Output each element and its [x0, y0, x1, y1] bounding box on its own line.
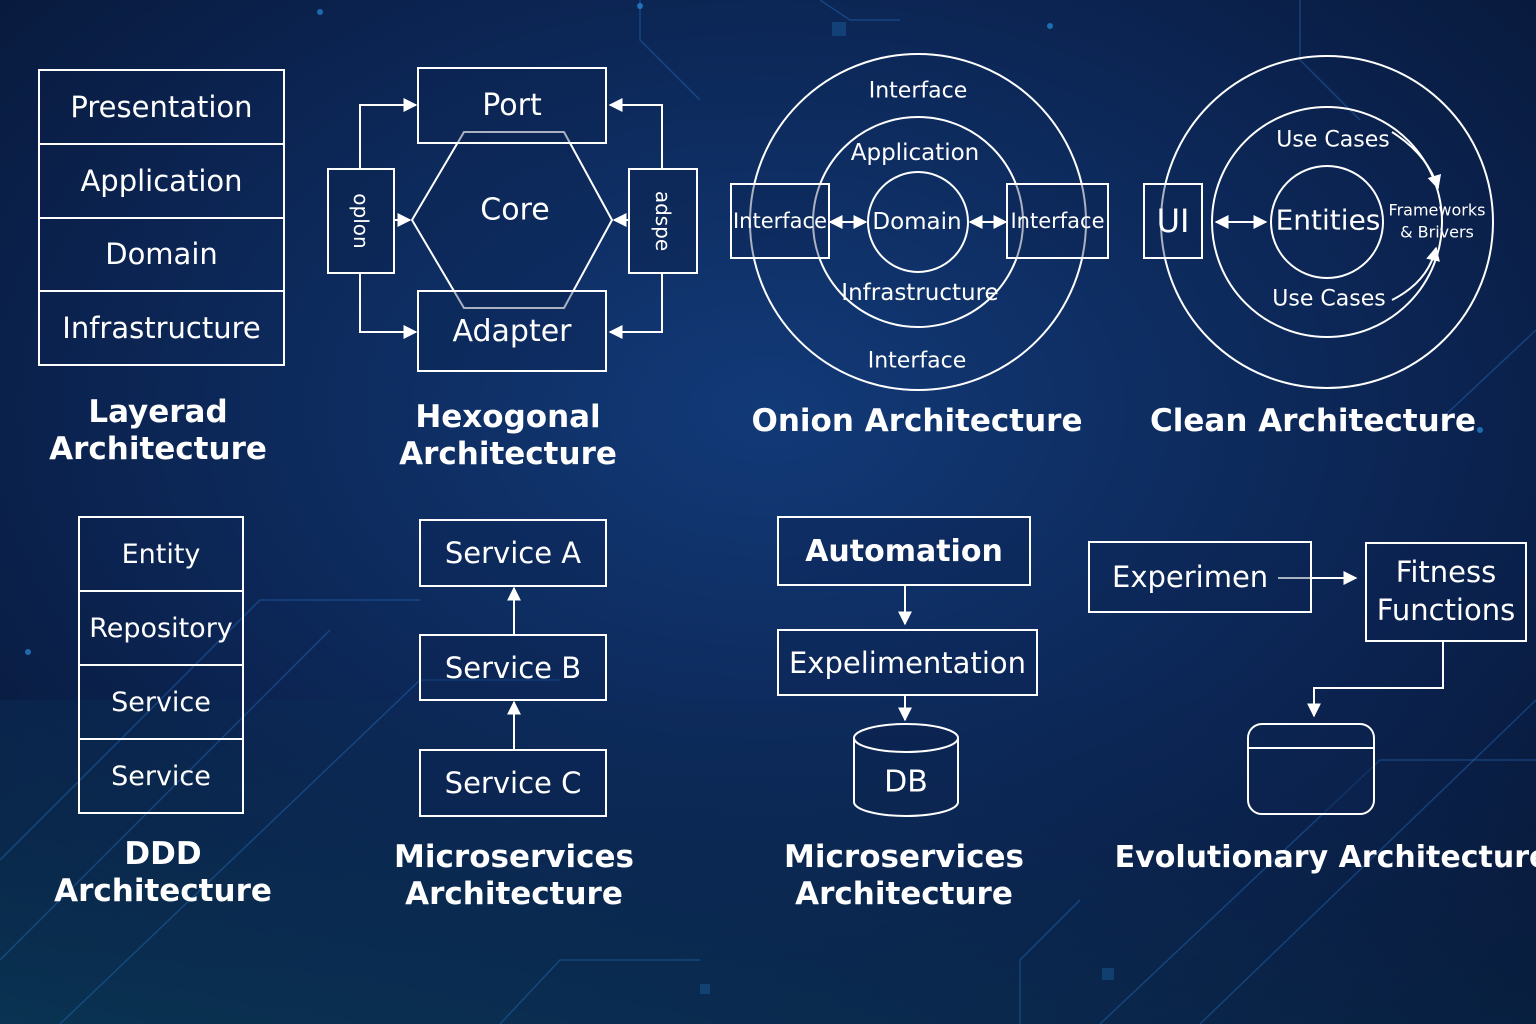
db-label: DB [884, 764, 928, 800]
hex-arrow-right-to-port [608, 98, 663, 170]
evo-store-shape [1247, 723, 1375, 815]
hex-adapter-box: Adapter [417, 290, 607, 372]
layered-title-line1: Layerad [88, 394, 228, 430]
onion-left-interface-box: Interface [730, 183, 830, 259]
ms1-title-line1: Microservices [394, 839, 634, 875]
hex-arrow-left-to-port [359, 98, 418, 170]
onion-middle-bottom-label: Infrastructure [841, 280, 999, 306]
layered-architecture-stack: Presentation Application Domain Infrastr… [38, 69, 285, 366]
clean-use-cases-bottom-label: Use Cases [1272, 286, 1386, 312]
service-b-box: Service B [419, 634, 607, 701]
onion-outer-ring [749, 53, 1087, 391]
onion-center-label: Domain [872, 209, 962, 235]
hex-title-line2: Architecture [399, 436, 617, 473]
clean-frameworks-line2: & Brivers [1400, 223, 1474, 242]
clean-frameworks-line1: Frameworks [1388, 200, 1486, 220]
service-c-label: Service C [444, 766, 582, 800]
ddd-item-repository: Repository [80, 592, 242, 666]
onion-outer-top-label: Interface [868, 78, 968, 104]
ddd-title-line1: DDD [124, 836, 202, 872]
experiment-label: Experimen [1112, 560, 1269, 594]
hex-right-side-box: adspe [628, 168, 698, 274]
clean-middle-ring [1211, 106, 1443, 338]
clean-entities-label: Entities [1275, 203, 1381, 237]
onion-right-interface-label: Interface [1010, 209, 1105, 233]
onion-right-interface-box: Interface [1006, 183, 1109, 259]
ms2-title-line2: Architecture [795, 876, 1013, 913]
evo-arrow-fitness-to-store [1307, 642, 1444, 718]
layered-architecture-title: Layerad Architecture [49, 394, 267, 468]
onion-middle-ring [812, 116, 1024, 328]
hex-left-side-label: oplon [349, 193, 373, 249]
clean-outer-ring [1160, 55, 1494, 389]
onion-left-interface-label: Interface [732, 209, 828, 233]
evolutionary-architecture-title: Evolutionary Architecture [1114, 840, 1536, 875]
clean-inner-ring [1270, 165, 1384, 279]
layer-presentation: Presentation [40, 71, 283, 145]
clean-arrow-top-curve [1391, 131, 1442, 190]
experiment-box: Experimen [1088, 541, 1312, 613]
hexagon-core-shape [410, 131, 614, 309]
ddd-architecture-title: DDD Architecture [54, 836, 272, 910]
layer-domain: Domain [40, 219, 283, 293]
service-b-label: Service B [444, 650, 582, 685]
layer-infrastructure: Infrastructure [62, 311, 261, 346]
fitness-functions-box: Fitness Functions [1365, 542, 1527, 642]
experimentation-label: Expelimentation [788, 645, 1026, 680]
microservices-architecture-title-2: Microservices Architecture [784, 839, 1024, 913]
hex-arrow-left-to-adapter [359, 272, 418, 339]
ddd-item-service-2: Service [111, 760, 211, 792]
ms1-title-line2: Architecture [405, 876, 623, 913]
experimentation-box: Expelimentation [777, 629, 1038, 696]
ddd-architecture-stack: Entity Repository Service Service [78, 516, 244, 814]
hex-core-label: Core [480, 192, 550, 228]
layer-application: Application [40, 145, 283, 219]
fitness-line2: Functions [1376, 593, 1516, 627]
clean-use-cases-top-label: Use Cases [1276, 127, 1390, 153]
ddd-title-line2: Architecture [54, 873, 272, 910]
ddd-item-entity: Entity [80, 518, 242, 592]
clean-ui-box: UI [1143, 183, 1203, 259]
layered-title-line2: Architecture [49, 431, 267, 468]
microservices-architecture-title-1: Microservices Architecture [394, 839, 634, 913]
hex-port-box: Port [417, 67, 607, 144]
clean-arrow-bottom-curve [1391, 246, 1440, 301]
ddd-item-service-1: Service [80, 666, 242, 740]
hex-arrow-right-to-adapter [608, 272, 663, 339]
hexagonal-architecture-title: Hexogonal Architecture [399, 399, 617, 473]
hex-port-label: Port [482, 88, 542, 123]
clean-ui-label: UI [1156, 202, 1190, 240]
service-a-label: Service A [444, 536, 582, 570]
clean-architecture-title: Clean Architecture [1150, 403, 1476, 439]
onion-outer-bottom-label: Interface [867, 348, 967, 374]
onion-middle-top-label: Application [850, 140, 980, 166]
clean-frameworks-label: Frameworks & Brivers [1389, 200, 1486, 245]
service-c-box: Service C [419, 749, 607, 817]
db-cylinder [853, 738, 959, 817]
automation-box: Automation [777, 516, 1031, 586]
fitness-line1: Fitness [1395, 555, 1497, 590]
service-a-box: Service A [419, 519, 607, 587]
hex-title-line1: Hexogonal [415, 399, 601, 435]
automation-label: Automation [805, 533, 1003, 569]
ms2-title-line1: Microservices [784, 839, 1024, 875]
hex-right-side-label: adspe [651, 190, 675, 252]
db-cylinder-top [853, 723, 959, 753]
hex-left-side-box: oplon [327, 168, 395, 274]
hex-adapter-label: Adapter [452, 313, 572, 349]
onion-inner-ring [867, 171, 969, 273]
onion-architecture-title: Onion Architecture [751, 403, 1083, 439]
